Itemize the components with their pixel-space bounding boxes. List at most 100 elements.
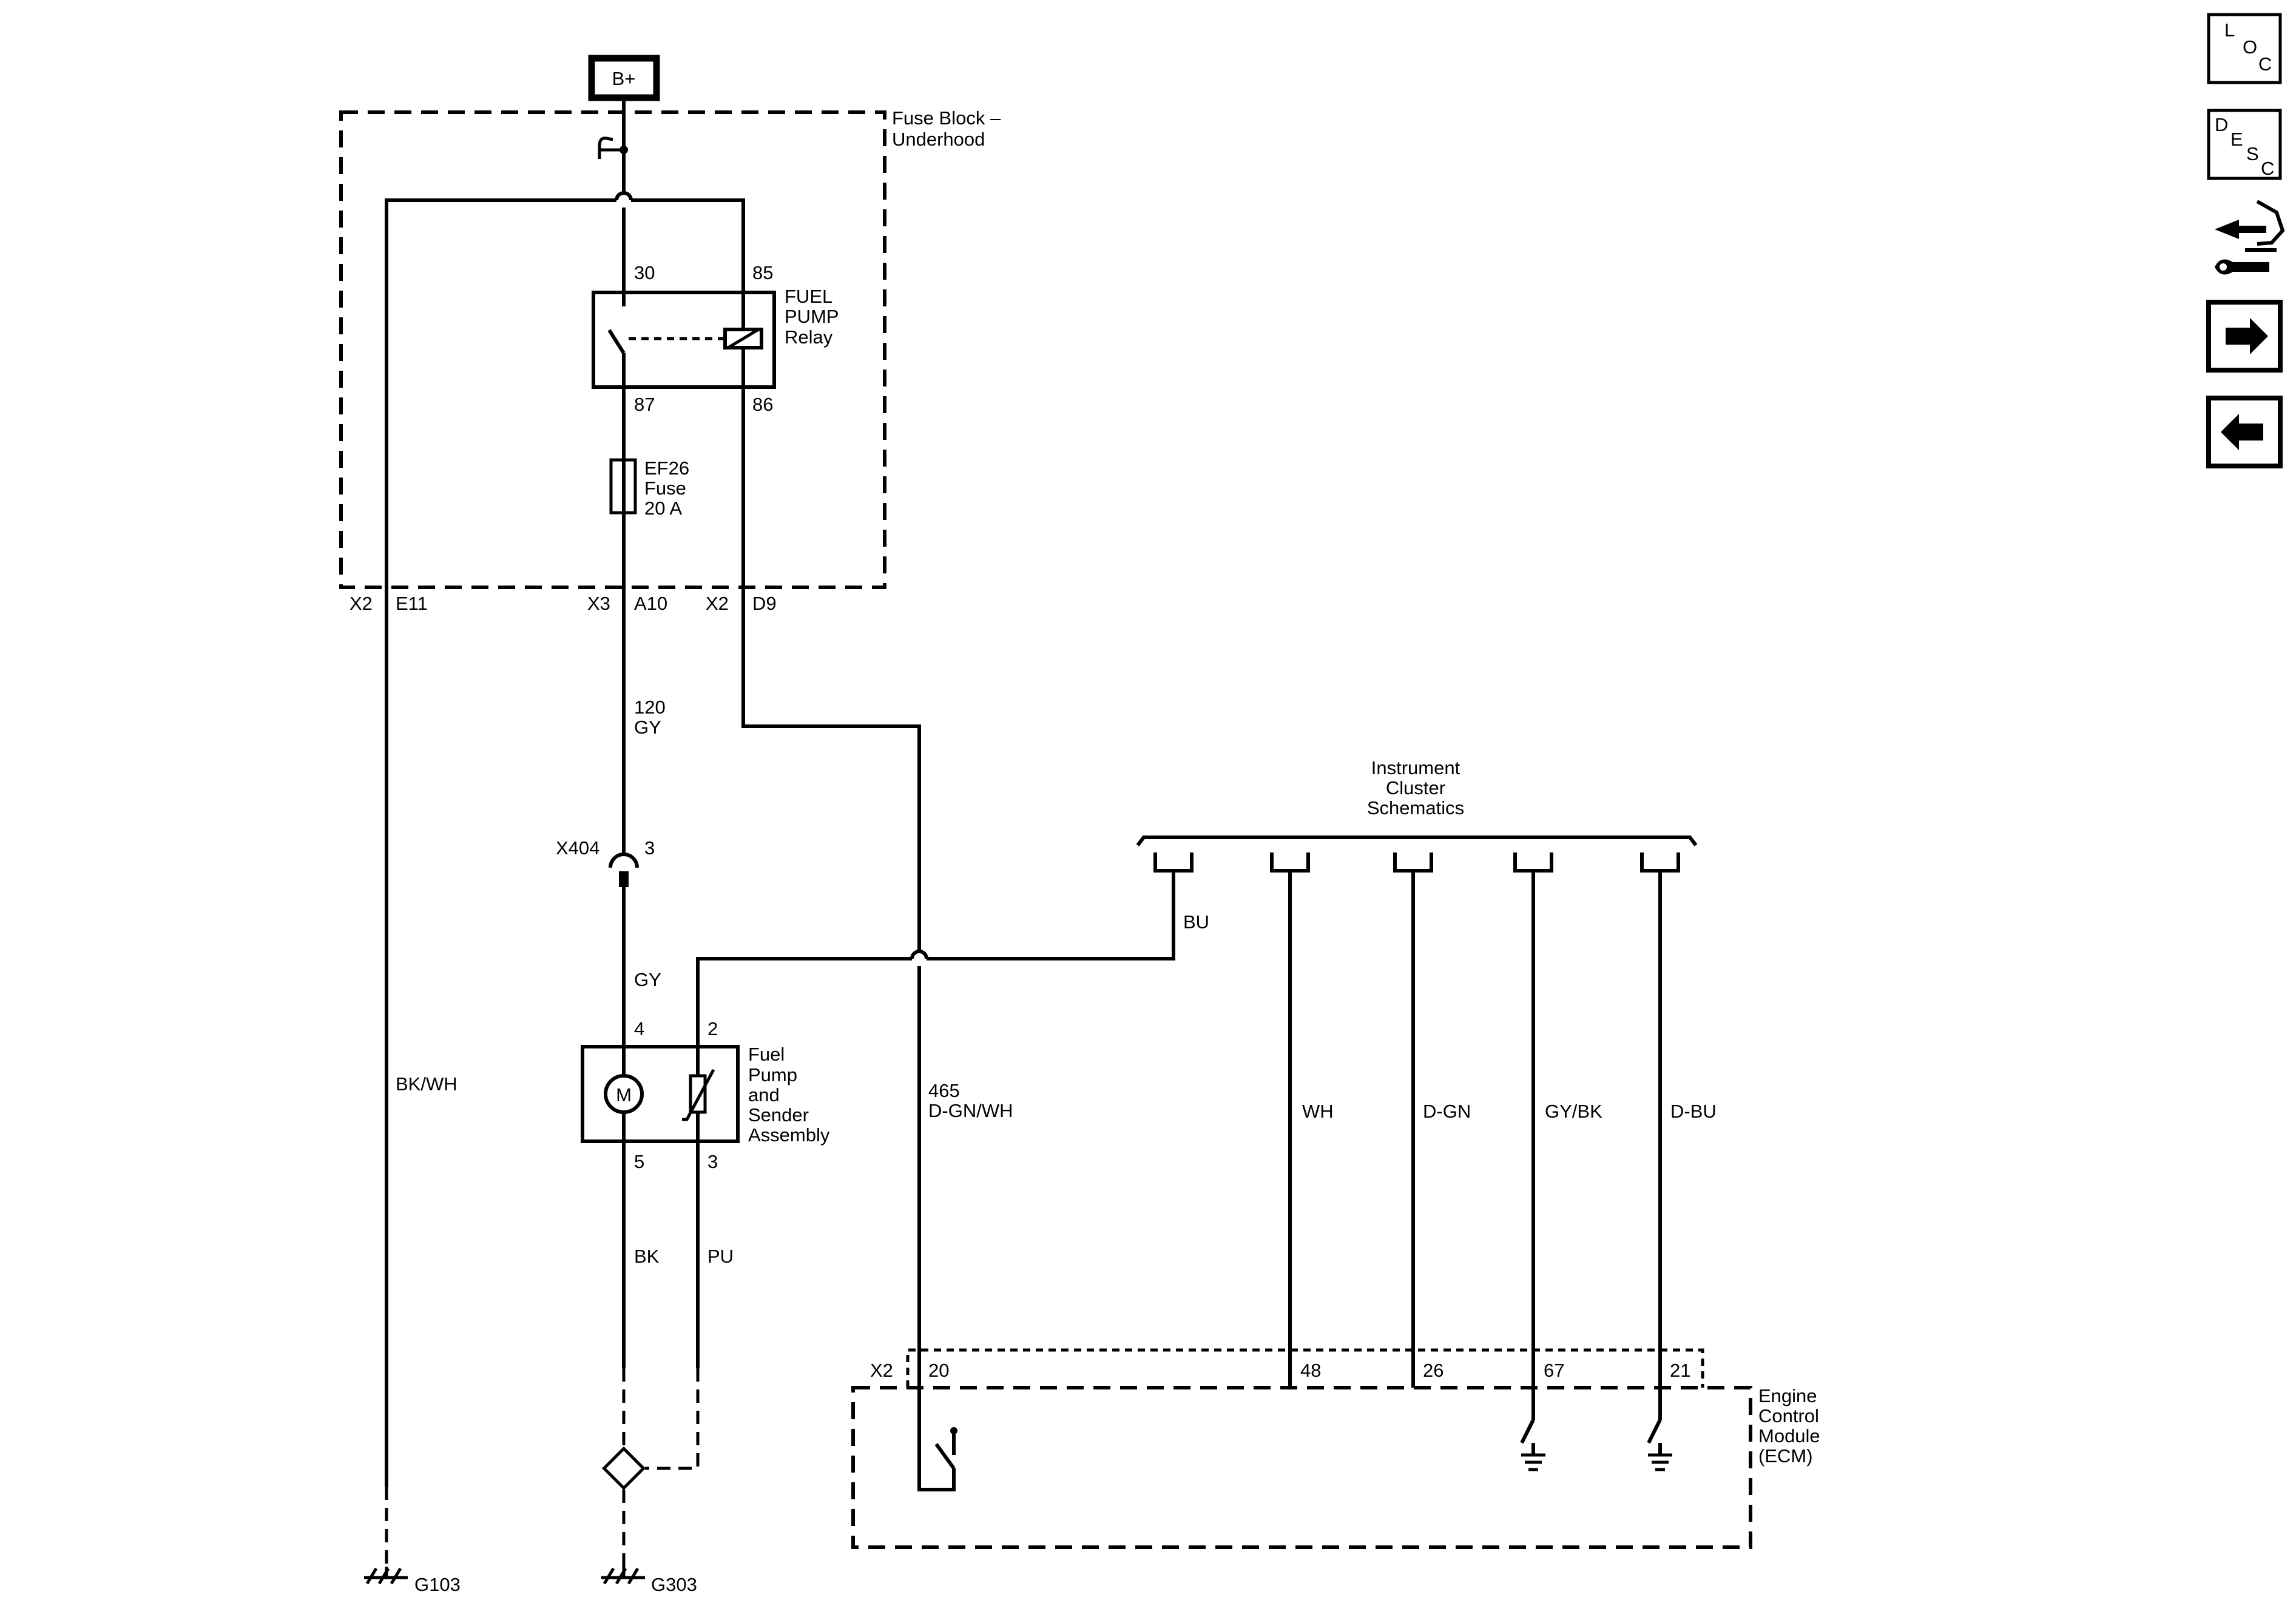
- fb-connector-x3: X3: [587, 593, 610, 614]
- desc-letter-e: E: [2230, 129, 2243, 150]
- bu-sender-wire-left: [696, 957, 912, 1047]
- sender-variable-arrow: [682, 1068, 715, 1121]
- relay-coil-feed-wire: [631, 198, 745, 292]
- wire-circuit-120: 120: [634, 697, 666, 718]
- fuse-label-line2: Fuse: [644, 478, 686, 499]
- relay-switch-blade: [607, 329, 626, 354]
- bk-wh-ground-wire: [385, 198, 616, 1487]
- fb-pin-a10: A10: [634, 593, 667, 614]
- wire-color-d-bu: D-BU: [1670, 1101, 1717, 1122]
- wire-color-bu: BU: [1183, 911, 1209, 933]
- x404-connector-male: [619, 871, 629, 887]
- cluster-connector-dbu: [1640, 852, 1680, 873]
- ecm-x2-connector-outline: [906, 1348, 1704, 1388]
- relay-label-line3: Relay: [785, 326, 833, 348]
- ecm-pin-26: 26: [1423, 1360, 1443, 1381]
- relay-pin-85: 85: [752, 262, 773, 283]
- cluster-bracket: [1136, 836, 1698, 846]
- ecm-switch-67-icon: [1520, 1419, 1545, 1471]
- cluster-title-line1: Instrument: [1371, 757, 1460, 778]
- pump-label-line1: Fuel: [748, 1044, 785, 1065]
- ecm-label-line2: Control: [1758, 1405, 1819, 1426]
- x404-name: X404: [556, 837, 599, 859]
- fuse-block-subtitle: Underhood: [892, 129, 985, 150]
- cluster-title-line2: Cluster: [1386, 777, 1445, 798]
- cluster-title-line3: Schematics: [1367, 797, 1464, 819]
- pump-label-line3: and: [748, 1084, 780, 1106]
- fuse-block-title: Fuse Block –: [892, 107, 1001, 129]
- bu-sender-wire-right: [927, 871, 1175, 960]
- relay-pin-86: 86: [752, 394, 773, 415]
- ecm-pin-20: 20: [928, 1360, 949, 1381]
- pump-label-line2: Pump: [748, 1064, 797, 1085]
- x404-connector-female: [609, 852, 639, 868]
- ecm-label-line3: Module: [1758, 1425, 1820, 1447]
- fuse-block-underhood-outline: [339, 110, 886, 589]
- wire-color-bk: BK: [634, 1246, 660, 1267]
- bus-hook-symbol: [598, 137, 613, 159]
- d-gn-wh-control-wire-upper: [741, 387, 921, 951]
- ecm-label-line4: (ECM): [1758, 1445, 1813, 1467]
- wire-color-bk-wh: BK/WH: [396, 1073, 458, 1095]
- desc-letter-c: C: [2261, 158, 2274, 179]
- wire-color-gy-bk: GY/BK: [1545, 1101, 1602, 1122]
- loc-letter-c: C: [2258, 53, 2272, 75]
- desc-button[interactable]: D E S C: [2207, 109, 2282, 180]
- pump-pin-4: 4: [634, 1018, 644, 1039]
- ecm-pin-21: 21: [1670, 1360, 1690, 1381]
- battery-positive-box: B+: [588, 55, 660, 101]
- loc-letter-l: L: [2224, 19, 2235, 41]
- motor-symbol: M: [616, 1084, 632, 1106]
- wire-crossover-hop-2: [910, 950, 928, 959]
- desc-letter-d: D: [2215, 114, 2228, 135]
- fuse-label-line3: 20 A: [644, 498, 682, 519]
- ground-g103-label: G103: [414, 1574, 461, 1595]
- cluster-connector-bu: [1153, 852, 1194, 873]
- pump-pin-2: 2: [707, 1018, 718, 1039]
- cluster-connector-wh: [1270, 852, 1310, 873]
- ground-g303-label: G303: [651, 1574, 697, 1595]
- ecm-outline: [851, 1386, 1752, 1549]
- fuse-label-line1: EF26: [644, 457, 689, 479]
- wire-circuit-465: 465: [928, 1080, 960, 1101]
- pump-label-line5: Assembly: [748, 1124, 830, 1146]
- battery-positive-label: B+: [612, 68, 636, 89]
- wire-color-gy-lower: GY: [634, 969, 661, 990]
- relay-label-line2: PUMP: [785, 306, 839, 327]
- ground-splice-diamond-icon: [601, 1446, 646, 1491]
- ecm-relay-driver-switch-icon: [917, 1347, 957, 1491]
- pump-pin-3: 3: [707, 1151, 718, 1172]
- x404-pin: 3: [644, 837, 655, 859]
- arrow-left-icon: [2221, 414, 2263, 450]
- relay-pin-87: 87: [634, 394, 655, 415]
- relay-pin-30: 30: [634, 262, 655, 283]
- relay-coil-diagonal: [727, 328, 760, 349]
- ecm-connector-x2: X2: [870, 1360, 893, 1381]
- desc-letter-s: S: [2246, 143, 2259, 164]
- chassis-ground-g303-icon: [601, 1567, 645, 1585]
- next-page-button[interactable]: [2206, 300, 2283, 373]
- wire-color-gy: GY: [634, 717, 661, 738]
- fuel-pump-relay-box: [592, 291, 776, 389]
- wire-crossover-hop: [615, 191, 633, 201]
- arrow-right-icon: [2226, 318, 2268, 354]
- previous-page-button[interactable]: [2206, 396, 2283, 468]
- loc-button[interactable]: L O C: [2207, 13, 2282, 84]
- ecm-pin-48: 48: [1300, 1360, 1321, 1381]
- wire-color-d-gn: D-GN: [1423, 1101, 1471, 1122]
- relay-label-line1: FUEL: [785, 286, 832, 307]
- fb-pin-d9: D9: [752, 593, 777, 614]
- connector-tool-icon[interactable]: [2215, 200, 2285, 275]
- pump-label-line4: Sender: [748, 1104, 809, 1126]
- pump-pin-5: 5: [634, 1151, 644, 1172]
- fuel-pump-sender-assembly-box: [581, 1045, 740, 1143]
- wire-color-pu: PU: [707, 1246, 734, 1267]
- fb-pin-e11: E11: [396, 593, 428, 614]
- cluster-connector-gybk: [1513, 852, 1553, 873]
- wire-color-wh: WH: [1302, 1101, 1334, 1122]
- wire-color-d-gn-wh: D-GN/WH: [928, 1100, 1013, 1121]
- fb-connector-x2-right: X2: [706, 593, 729, 614]
- ecm-pin-67: 67: [1544, 1360, 1564, 1381]
- pu-ground-dashed: [645, 1368, 700, 1470]
